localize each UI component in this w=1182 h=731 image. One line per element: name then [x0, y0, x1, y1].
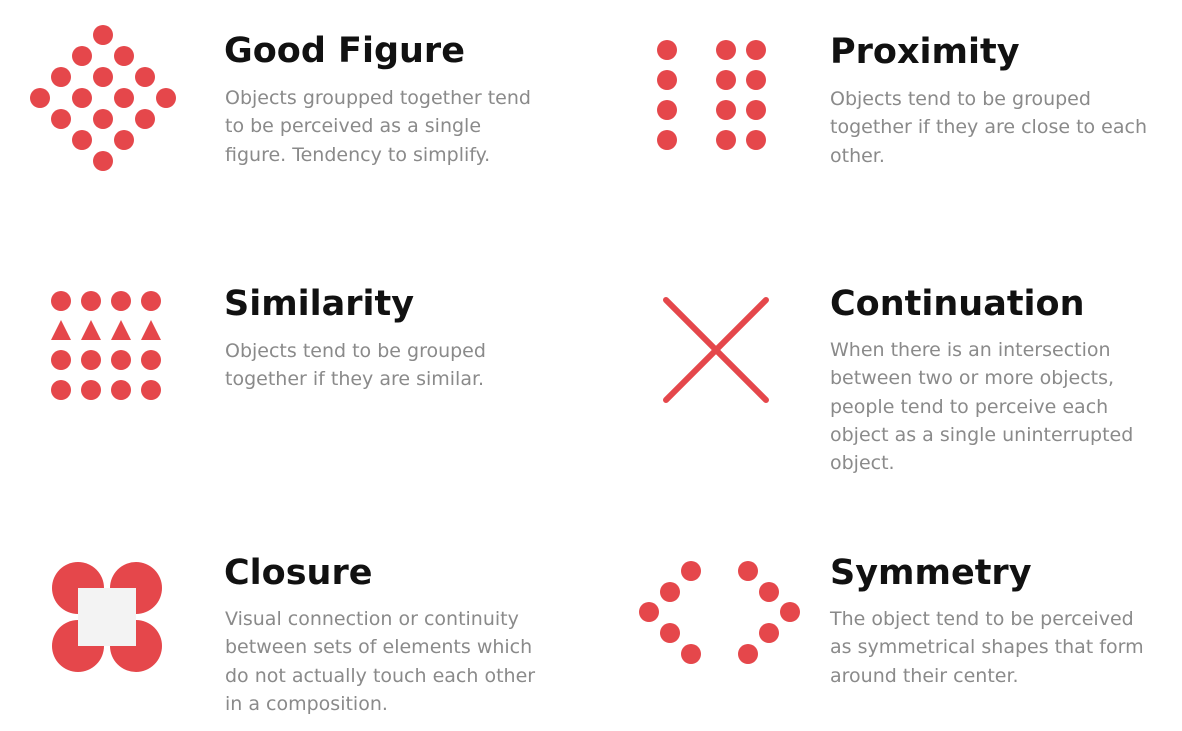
description-line: Objects tend to be grouped: [225, 340, 486, 362]
description-line: between two or more objects,: [830, 367, 1115, 390]
description-line: as symmetrical shapes that form: [830, 636, 1144, 659]
description-line: other.: [830, 144, 885, 167]
principle-description: When there is an intersection between tw…: [830, 336, 1133, 477]
description-line: figure. Tendency to simplify.: [225, 143, 491, 166]
description-line: object.: [830, 452, 895, 475]
principle-description: Objects groupped together tend to be per…: [225, 84, 531, 169]
description-line: do not actually touch each other: [225, 664, 536, 687]
principle-title: Similarity: [224, 284, 415, 324]
description-line: object as a single uninterrupted: [830, 423, 1134, 446]
description-line: people tend to perceive each: [830, 395, 1109, 418]
description-line: The object tend to be perceived: [830, 608, 1134, 630]
description-line: together if they are similar.: [225, 368, 485, 391]
description-line: When there is an intersection: [830, 339, 1111, 361]
description-line: in a composition.: [225, 692, 388, 715]
description-line: Objects tend to be grouped: [830, 88, 1091, 110]
principle-description: The object tend to be perceived as symme…: [830, 605, 1144, 690]
description-line: to be perceived as a single: [225, 115, 482, 138]
principle-description: Objects tend to be grouped together if t…: [830, 85, 1147, 170]
principle-title: Proximity: [830, 32, 1020, 72]
description-line: Objects groupped together tend: [225, 87, 531, 109]
principle-title: Good Figure: [224, 31, 465, 71]
principle-description: Visual connection or continuity between …: [225, 605, 535, 718]
description-line: around their center.: [830, 664, 1019, 687]
principle-title: Closure: [224, 553, 373, 593]
description-line: together if they are close to each: [830, 116, 1148, 139]
principle-description: Objects tend to be grouped together if t…: [225, 337, 486, 394]
principle-title: Symmetry: [830, 553, 1032, 593]
description-line: Visual connection or continuity: [225, 608, 519, 630]
description-line: between sets of elements which: [225, 636, 533, 659]
principle-title: Continuation: [830, 284, 1085, 324]
